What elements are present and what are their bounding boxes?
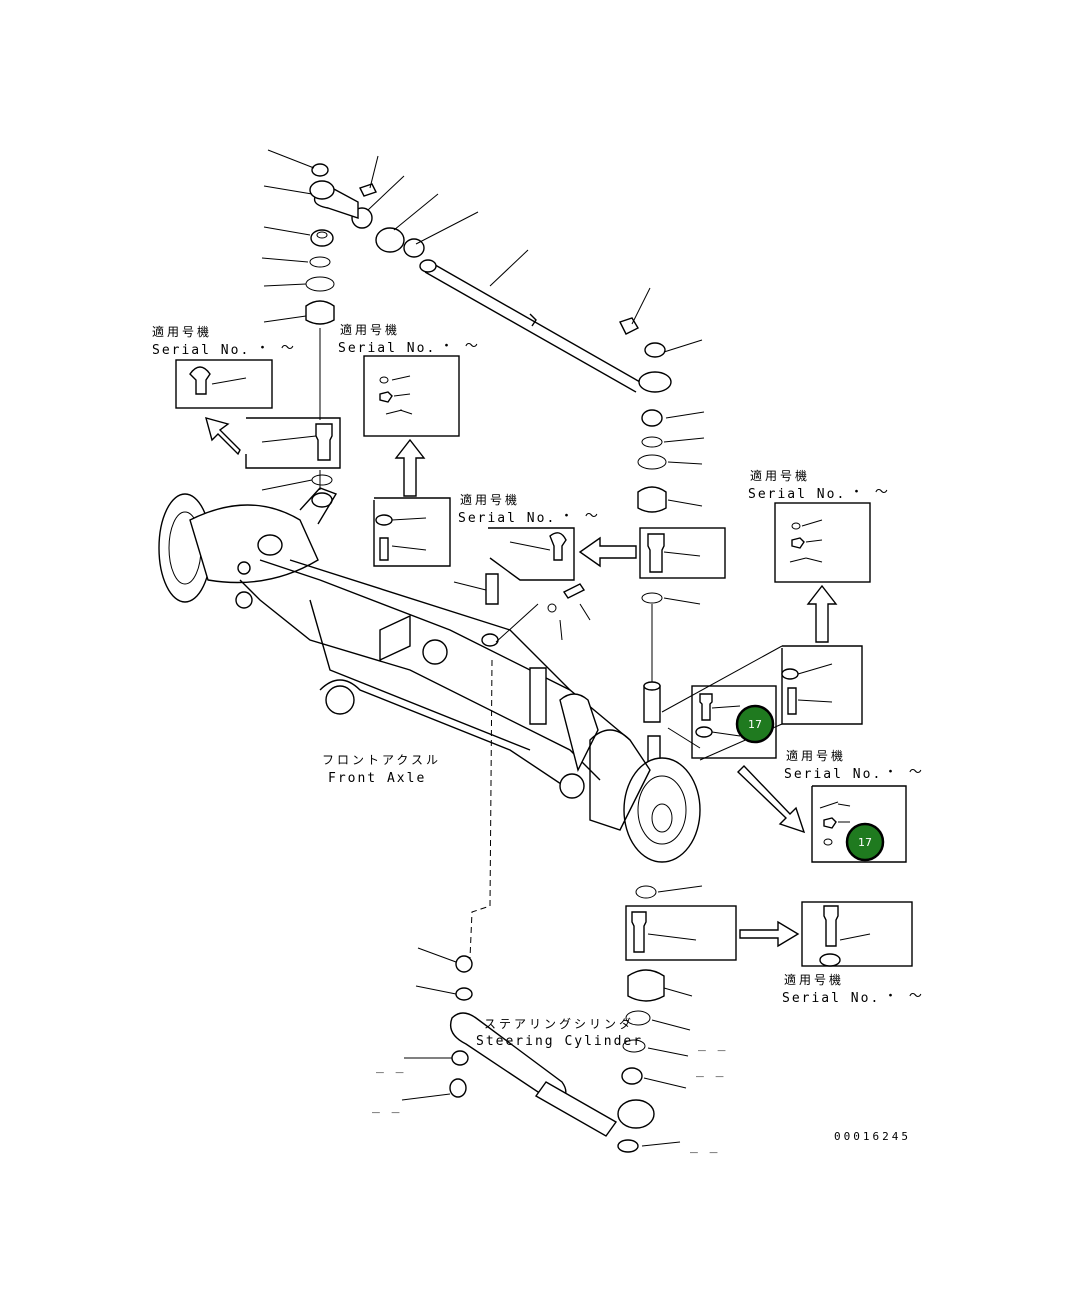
serial-en-right-lower: Serial No. xyxy=(782,991,880,1006)
arrow-up-mid xyxy=(394,438,426,497)
arrow-left-mid xyxy=(578,536,637,568)
serial-jp-right-mid: 適用号機 xyxy=(786,748,846,763)
serial-label-mid: 適用号機 Serial No. ・ 〜 xyxy=(458,492,600,526)
detail-box-serial-lower xyxy=(801,901,913,967)
arrow-right-lower xyxy=(739,920,800,948)
front-axle-en: Front Axle xyxy=(328,771,426,786)
dash-mark-1: _ _ xyxy=(376,1059,405,1074)
serial-jp-mid: 適用号機 xyxy=(460,492,520,507)
serial-marks-right-top: ・ 〜 xyxy=(850,485,890,500)
detail-box-kingpin-right xyxy=(639,527,726,579)
arrow-up-right xyxy=(806,584,838,643)
serial-en-right-top: Serial No. xyxy=(748,487,846,502)
arrow-up-left xyxy=(205,417,241,456)
serial-marks-right-lower: ・ 〜 xyxy=(884,989,924,1004)
steering-cylinder-jp: ステアリングシリンダ xyxy=(484,1016,634,1031)
front-axle-jp: フロントアクスル xyxy=(322,753,441,767)
serial-marks-right-mid: ・ 〜 xyxy=(884,765,924,780)
steering-cylinder xyxy=(401,947,655,1137)
badge-text-lower[interactable]: 17 xyxy=(858,836,872,849)
detail-box-serial-mid xyxy=(488,527,575,581)
serial-marks-mid: ・ 〜 xyxy=(560,509,600,524)
serial-jp-left: 適用号機 xyxy=(152,324,212,339)
serial-jp-right-top: 適用号機 xyxy=(750,468,810,483)
serial-marks-mid-top: ・ 〜 xyxy=(440,339,480,354)
serial-en-right-mid: Serial No. xyxy=(784,767,882,782)
badge-circle-lower[interactable] xyxy=(845,822,885,862)
detail-box-bolt-badge xyxy=(691,685,777,759)
serial-jp-mid-top: 適用号機 xyxy=(340,322,400,337)
steering-cylinder-en: Steering Cylinder xyxy=(476,1034,643,1049)
dash-mark-4: _ _ xyxy=(696,1063,725,1078)
drawing-number: 00016245 xyxy=(834,1130,911,1143)
serial-jp-right-lower: 適用号機 xyxy=(784,972,844,987)
serial-en-mid-top: Serial No. xyxy=(338,341,436,356)
serial-label-mid-top: 適用号機 Serial No. ・ 〜 xyxy=(338,322,480,356)
serial-label-right-mid: 適用号機 Serial No. ・ 〜 xyxy=(784,748,924,782)
badge-text-upper[interactable]: 17 xyxy=(748,718,762,731)
detail-box-nut-right xyxy=(774,502,871,583)
detail-box-bolt-left xyxy=(373,497,451,567)
serial-en-left: Serial No. xyxy=(152,343,250,358)
detail-box-kingpin-lower xyxy=(625,905,737,961)
badge-circle-upper[interactable] xyxy=(735,704,775,744)
detail-box-kingpin-left xyxy=(245,417,341,469)
part-badge-17-lower[interactable]: 17 xyxy=(845,822,885,862)
left-kingpin-stack xyxy=(261,229,335,508)
serial-label-left: 適用号機 Serial No. ・ 〜 xyxy=(152,324,296,358)
part-badge-17-upper[interactable]: 17 xyxy=(735,704,775,744)
serial-label-right-top: 適用号機 Serial No. ・ 〜 xyxy=(748,468,890,502)
detail-box-serial-left xyxy=(175,359,273,409)
steering-guide-line xyxy=(469,659,493,959)
dash-mark-2: _ _ xyxy=(372,1099,401,1114)
front-axle-body xyxy=(158,487,701,863)
tie-rod-assembly xyxy=(309,163,672,393)
lower-kingpin-stack xyxy=(617,885,703,1153)
serial-marks-left: ・ 〜 xyxy=(256,341,296,356)
detail-box-serial-right xyxy=(811,785,907,863)
serial-label-right-lower: 適用号機 Serial No. ・ 〜 xyxy=(782,972,924,1006)
dash-mark-3: _ _ xyxy=(698,1037,727,1052)
dash-mark-5: _ _ xyxy=(690,1139,719,1154)
leader-lines-top xyxy=(261,149,703,353)
arrow-diag-right xyxy=(736,764,806,834)
right-kingpin-stack xyxy=(637,409,705,767)
serial-en-mid: Serial No. xyxy=(458,511,556,526)
detail-box-nut-left xyxy=(363,355,460,437)
